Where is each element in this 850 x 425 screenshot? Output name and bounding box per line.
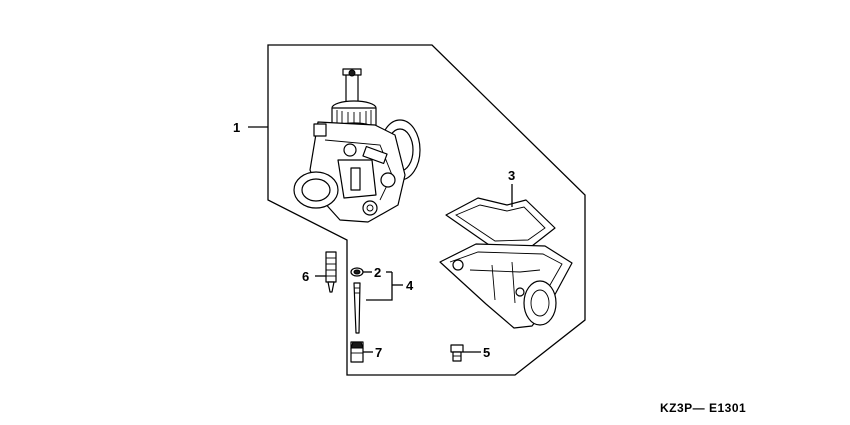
diagram-code: KZ3P— E1301 [660, 401, 746, 415]
float-chamber-gasket[interactable] [445, 197, 556, 248]
leader-4-bracket [366, 272, 393, 301]
main-jet[interactable] [350, 341, 364, 363]
callout-2: 2 [374, 265, 381, 280]
callout-1: 1 [233, 120, 240, 135]
float-chamber-screw[interactable] [450, 344, 464, 362]
callout-3: 3 [508, 168, 515, 183]
kit-boundary [267, 44, 586, 376]
callout-6: 6 [302, 269, 309, 284]
callout-5: 5 [483, 345, 490, 360]
callout-4: 4 [406, 278, 414, 293]
jet-needle[interactable] [325, 251, 337, 293]
callout-7: 7 [375, 345, 382, 360]
needle-clip[interactable] [350, 267, 364, 277]
needle[interactable] [353, 282, 361, 334]
float-chamber-bowl[interactable] [439, 243, 573, 329]
carburetor-assembly[interactable] [293, 68, 421, 223]
